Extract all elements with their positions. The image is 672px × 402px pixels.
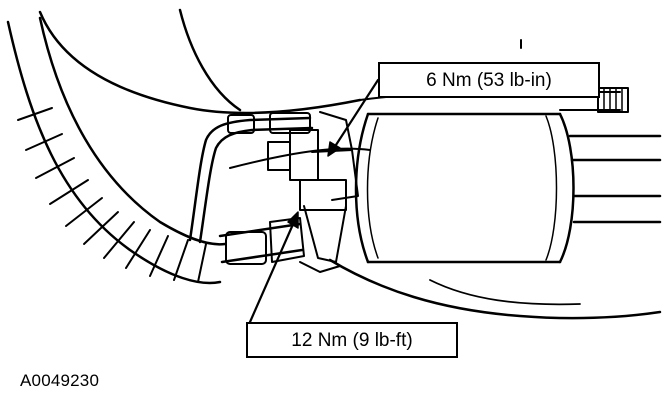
torque-callout-bottom: 12 Nm (9 lb-ft) bbox=[246, 322, 458, 358]
frame-upper-edge bbox=[178, 8, 242, 112]
frame-rail-curve bbox=[38, 10, 362, 115]
torque-label-top: 6 Nm (53 lb-in) bbox=[426, 70, 552, 91]
leader-top bbox=[327, 78, 380, 157]
undercarriage-curve bbox=[229, 147, 371, 169]
mounting-bracket bbox=[267, 111, 359, 273]
lower-body-curve bbox=[328, 258, 662, 320]
figure-id-label: A0049230 bbox=[20, 371, 100, 390]
outlet-pipe bbox=[559, 87, 662, 224]
fuel-filter-body bbox=[354, 112, 575, 264]
leader-bottom bbox=[248, 211, 299, 324]
lower-body-curve-2 bbox=[429, 279, 581, 306]
fuel-line-lower bbox=[218, 217, 305, 265]
torque-label-bottom: 12 Nm (9 lb-ft) bbox=[291, 330, 413, 351]
corrugated-hose bbox=[6, 16, 227, 285]
torque-callout-top: 6 Nm (53 lb-in) bbox=[378, 62, 600, 98]
